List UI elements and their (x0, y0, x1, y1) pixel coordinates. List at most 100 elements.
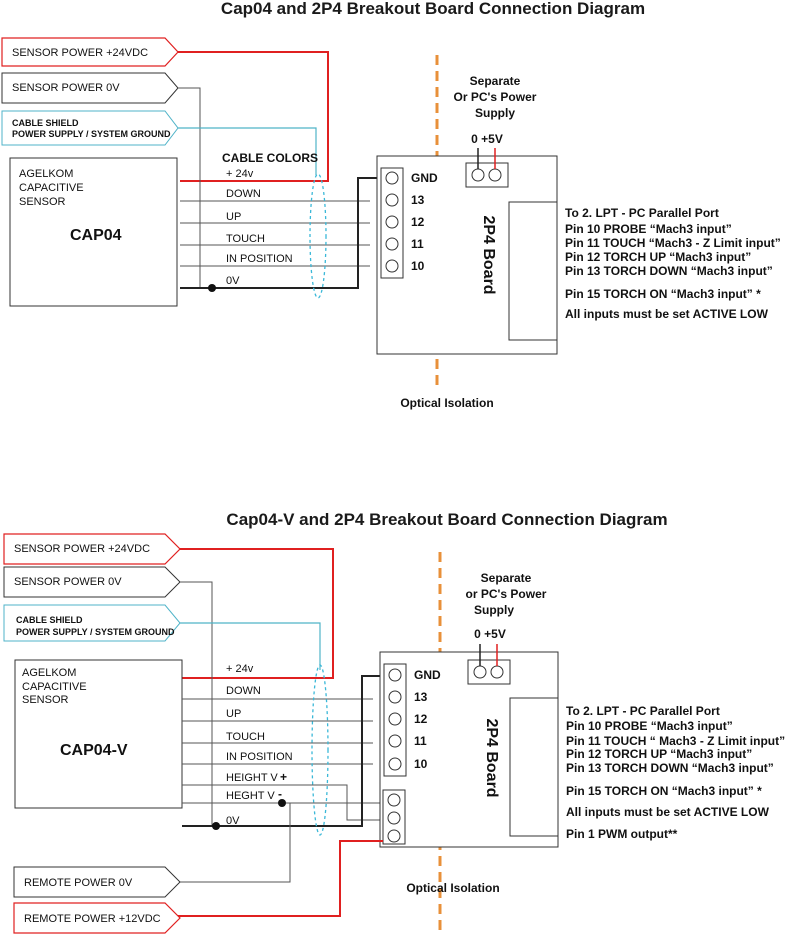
wire-label-0v: 0V (226, 815, 240, 827)
svg-text:AGELKOM: AGELKOM (22, 667, 76, 679)
wire-0v-gnd (180, 177, 382, 289)
wire-label-height-v-plus: HEIGHT V (226, 772, 278, 784)
cable-shield-ellipse (309, 173, 327, 299)
svg-text:POWER SUPPLY / SYSTEM GROUND: POWER SUPPLY / SYSTEM GROUND (12, 129, 171, 139)
tag-sensor-power-0: SENSOR POWER 0V (3, 566, 181, 598)
svg-text:CABLE SHIELD: CABLE SHIELD (12, 118, 79, 128)
tag-sensor-power-24: SENSOR POWER +24VDC (1, 37, 179, 67)
wire-24v-red (180, 548, 334, 679)
wire-0v-gray (180, 581, 213, 826)
psu-label-3: Supply (474, 603, 514, 617)
psu-pins: 0 +5V (471, 132, 503, 146)
height-plus-sign: + (280, 770, 287, 784)
svg-text:To 2. LPT - PC Parallel Port: To 2. LPT - PC Parallel Port (565, 206, 719, 220)
svg-text:Pin 10 PROBE “Mach3 input”: Pin 10 PROBE “Mach3 input” (565, 222, 732, 236)
wire-shield-cyan (180, 622, 321, 670)
svg-text:All inputs must be set ACTIVE: All inputs must be set ACTIVE LOW (566, 805, 770, 819)
svg-text:REMOTE POWER +12VDC: REMOTE POWER +12VDC (24, 913, 161, 925)
diagram-2-title: Cap04-V and 2P4 Breakout Board Connectio… (226, 510, 667, 529)
wire-label-down: DOWN (226, 188, 261, 200)
svg-text:Pin 15 TORCH ON “Mach3 input”: Pin 15 TORCH ON “Mach3 input” * (566, 784, 762, 798)
svg-text:SENSOR: SENSOR (19, 196, 66, 208)
svg-text:POWER SUPPLY / SYSTEM GROUND: POWER SUPPLY / SYSTEM GROUND (16, 627, 175, 637)
svg-text:To 2. LPT - PC Parallel Port: To 2. LPT - PC Parallel Port (566, 704, 720, 718)
svg-text:SENSOR POWER +24VDC: SENSOR POWER +24VDC (12, 47, 148, 59)
pin-11: 11 (411, 237, 424, 251)
pin-gnd: GND (414, 668, 441, 682)
tag-cable-shield: CABLE SHIELD POWER SUPPLY / SYSTEM GROUN… (3, 604, 181, 642)
svg-text:Pin 10 PROBE “Mach3 input”: Pin 10 PROBE “Mach3 input” (566, 719, 733, 733)
wire-label-in-position: IN POSITION (226, 751, 293, 763)
svg-text:REMOTE POWER 0V: REMOTE POWER 0V (24, 877, 133, 889)
pin-13: 13 (411, 193, 425, 207)
wire-label-up: UP (226, 211, 241, 223)
svg-text:CABLE SHIELD: CABLE SHIELD (16, 615, 83, 625)
wire-label-touch: TOUCH (226, 233, 265, 245)
lpt-connector (509, 697, 559, 837)
svg-text:SENSOR: SENSOR (22, 694, 69, 706)
svg-text:CAPACITIVE: CAPACITIVE (22, 681, 87, 693)
svg-text:Pin 15 TORCH ON “Mach3 input”: Pin 15 TORCH ON “Mach3 input” * (565, 287, 761, 301)
diagram-1-title: Cap04 and 2P4 Breakout Board Connection … (221, 0, 645, 18)
isolation-label: Optical Isolation (406, 881, 499, 895)
wire-0v-gray (178, 87, 201, 288)
wire-label-touch: TOUCH (226, 731, 265, 743)
pin-10: 10 (411, 259, 425, 273)
psu-label-1: Separate (470, 74, 521, 88)
pin-10: 10 (414, 757, 428, 771)
junction-dot (208, 284, 216, 292)
svg-text:All inputs must be set ACTIVE: All inputs must be set ACTIVE LOW (565, 307, 769, 321)
svg-text:Pin 11 TOUCH “ Mach3 - Z Limit: Pin 11 TOUCH “ Mach3 - Z Limit input” (566, 734, 785, 748)
wire-label-up: UP (226, 708, 241, 720)
wire-label-24v: + 24v (226, 168, 254, 180)
wire-label-0v: 0V (226, 275, 240, 287)
psu-label-3: Supply (475, 106, 515, 120)
junction-dot (212, 822, 220, 830)
svg-text:SENSOR POWER +24VDC: SENSOR POWER +24VDC (14, 543, 150, 555)
pin-gnd: GND (411, 171, 438, 185)
svg-text:CAPACITIVE: CAPACITIVE (19, 182, 84, 194)
svg-text:SENSOR POWER 0V: SENSOR POWER 0V (14, 576, 122, 588)
board-label: 2P4 Board (480, 215, 497, 294)
wire-24v-red (178, 51, 329, 182)
svg-text:Pin 12 TORCH UP “Mach3 input”: Pin 12 TORCH UP “Mach3 input” (566, 747, 752, 761)
pin-12: 12 (411, 215, 425, 229)
wire-shield-cyan (178, 127, 317, 175)
tag-sensor-power-0: SENSOR POWER 0V (1, 72, 179, 104)
svg-text:Pin 13 TORCH DOWN “Mach3 input: Pin 13 TORCH DOWN “Mach3 input” (566, 761, 774, 775)
wire-remote-0v (180, 803, 291, 883)
2p4-board-1: GND 13 12 11 10 2P4 Board (376, 148, 558, 355)
sensor-name: CAP04 (70, 227, 122, 244)
svg-text:Pin 11 TOUCH “Mach3 - Z Limit: Pin 11 TOUCH “Mach3 - Z Limit input” (565, 236, 781, 250)
cap04v-sensor-box: AGELKOM CAPACITIVE SENSOR CAP04-V (14, 659, 183, 809)
pin-12: 12 (414, 712, 428, 726)
pin-11: 11 (414, 734, 427, 748)
pin-13: 13 (414, 690, 428, 704)
wire-label-down: DOWN (226, 685, 261, 697)
isolation-label: Optical Isolation (400, 396, 493, 410)
sensor-name: CAP04-V (60, 742, 128, 759)
diagram-2: Cap04-V and 2P4 Breakout Board Connectio… (3, 510, 785, 935)
tag-sensor-power-24: SENSOR POWER +24VDC (3, 533, 181, 565)
2p4-board-2: GND 13 12 11 10 2P4 Board (379, 644, 559, 848)
psu-label-1: Separate (481, 571, 532, 585)
wire-label-24v: + 24v (226, 663, 254, 675)
svg-text:AGELKOM: AGELKOM (19, 168, 73, 180)
cable-shield-ellipse (311, 664, 329, 836)
board-label: 2P4 Board (483, 718, 500, 797)
cap04-sensor-box: AGELKOM CAPACITIVE SENSOR CAP04 (9, 157, 178, 307)
tag-remote-power-12: REMOTE POWER +12VDC (13, 902, 181, 934)
svg-text:Pin 12 TORCH UP “Mach3 input”: Pin 12 TORCH UP “Mach3 input” (565, 250, 751, 264)
wire-label-height-v-minus: HEGHT V (226, 790, 275, 802)
svg-text:Pin 13 TORCH DOWN “Mach3 input: Pin 13 TORCH DOWN “Mach3 input” (565, 264, 773, 278)
cable-colors-label: CABLE COLORS (222, 151, 318, 165)
diagram-1: Cap04 and 2P4 Breakout Board Connection … (1, 0, 781, 410)
wire-label-in-position: IN POSITION (226, 253, 293, 265)
height-minus-sign: - (278, 787, 282, 801)
psu-label-2: or PC's Power (466, 587, 547, 601)
tag-remote-power-0: REMOTE POWER 0V (13, 866, 181, 898)
tag-cable-shield: CABLE SHIELD POWER SUPPLY / SYSTEM GROUN… (1, 110, 179, 146)
svg-text:Pin 1 PWM output**: Pin 1 PWM output** (566, 827, 678, 841)
junction-dot (278, 799, 286, 807)
wire-0v-gnd (182, 675, 385, 827)
